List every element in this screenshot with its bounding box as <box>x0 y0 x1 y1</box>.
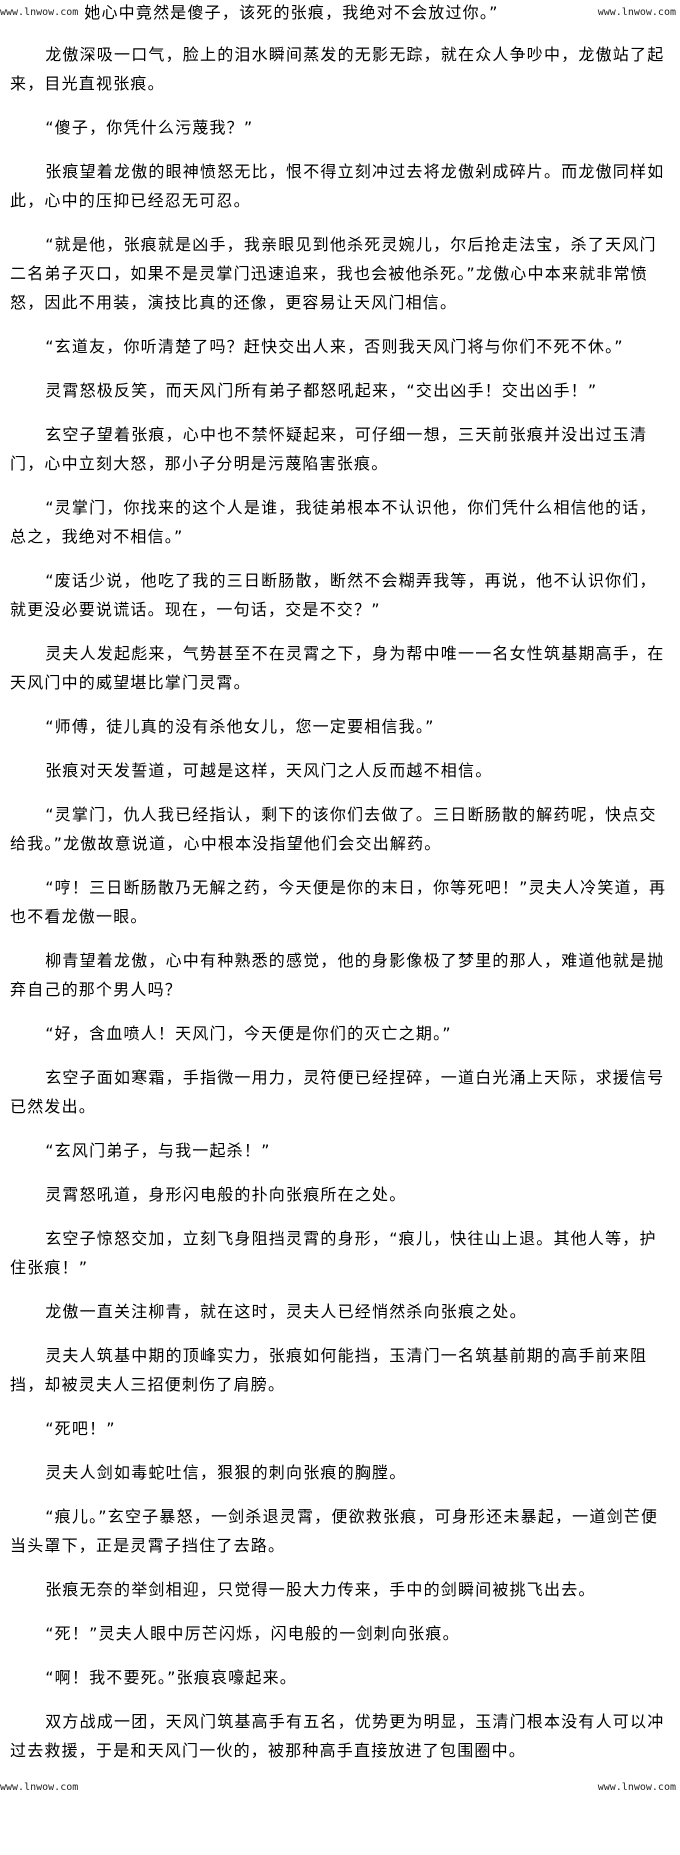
paragraph: “死！”灵夫人眼中厉芒闪烁，闪电般的一剑刺向张痕。 <box>45 1624 460 1643</box>
paragraph: “玄道友，你听清楚了吗？赶快交出人来，否则我天风门将与你们不死不休。” <box>45 337 624 356</box>
paragraph: 灵夫人发起彪来，气势甚至不在灵霄之下，身为帮中唯一一名女性筑基期高手，在天风门中… <box>10 644 665 692</box>
paragraph: “哼！三日断肠散乃无解之药，今天便是你的末日，你等死吧！”灵夫人冷笑道，再也不看… <box>10 878 667 926</box>
chapter-text: 龙傲深吸一口气，脸上的泪水瞬间蒸发的无影无踪，就在众人争吵中，龙傲站了起来，目光… <box>10 40 672 1765</box>
paragraph: 张痕无奈的举剑相迎，只觉得一股大力传来，手中的剑瞬间被挑飞出去。 <box>45 1580 596 1599</box>
paragraph: “就是他，张痕就是凶手，我亲眼见到他杀死灵婉儿，尔后抢走法宝，杀了天风门二名弟子… <box>10 235 657 312</box>
paragraph: 灵霄怒吼道，身形闪电般的扑向张痕所在之处。 <box>45 1185 407 1204</box>
paragraph: “傻子，你凭什么污蔑我？” <box>45 118 254 137</box>
paragraph: “好，含血喷人！天风门，今天便是你们的灭亡之期。” <box>45 1024 452 1043</box>
paragraph: 灵夫人剑如毒蛇吐信，狠狠的刺向张痕的胸膛。 <box>45 1463 407 1482</box>
paragraph: 灵霄怒极反笑，而天风门所有弟子都怒吼起来，“交出凶手！交出凶手！” <box>45 381 598 400</box>
paragraph: 柳青望着龙傲，心中有种熟悉的感觉，他的身影像极了梦里的那人，难道他就是抛弃自己的… <box>10 951 665 999</box>
paragraph: “师傅，徒儿真的没有杀他女儿，您一定要相信我。” <box>45 717 435 736</box>
watermark-top-right: www.lnwow.com <box>597 7 676 18</box>
paragraph: “死吧！” <box>45 1419 116 1438</box>
paragraph: 玄空子望着张痕，心中也不禁怀疑起来，可仔细一想，三天前张痕并没出过玉清门，心中立… <box>10 425 648 473</box>
paragraph: 龙傲深吸一口气，脸上的泪水瞬间蒸发的无影无踪，就在众人争吵中，龙傲站了起来，目光… <box>10 45 665 93</box>
paragraph: 玄空子面如寒霜，手指微一用力，灵符便已经捏碎，一道白光涌上天际，求援信号已然发出… <box>10 1068 665 1116</box>
bottom-row: www.lnwow.com www.lnwow.com <box>0 1780 680 1798</box>
watermark-top-left: www.lnwow.com <box>0 7 79 18</box>
watermark-bottom-left: www.lnwow.com <box>0 1782 79 1793</box>
paragraph: 张痕对天发誓道，可越是这样，天风门之人反而越不相信。 <box>45 761 493 780</box>
paragraph: “玄风门弟子，与我一起杀！” <box>45 1141 271 1160</box>
paragraph: 她心中竟然是傻子，该死的张痕，我绝对不会放过你。” <box>84 3 499 22</box>
paragraph: 双方战成一团，天风门筑基高手有五名，优势更为明显，玉清门根本没有人可以冲过去救援… <box>10 1712 665 1760</box>
paragraph: 龙傲一直关注柳青，就在这时，灵夫人已经悄然杀向张痕之处。 <box>45 1302 527 1321</box>
paragraph: 灵夫人筑基中期的顶峰实力，张痕如何能挡，玉清门一名筑基前期的高手前来阻挡，却被灵… <box>10 1346 648 1394</box>
paragraph: “灵掌门，你找来的这个人是谁，我徒弟根本不认识他，你们凭什么相信他的话，总之，我… <box>10 498 657 546</box>
paragraph: 张痕望着龙傲的眼神愤怒无比，恨不得立刻冲过去将龙傲剁成碎片。而龙傲同样如此，心中… <box>10 162 665 210</box>
paragraph: 玄空子惊怒交加，立刻飞身阻挡灵霄的身形，“痕儿，快往山上退。其他人等，护住张痕！… <box>10 1229 657 1277</box>
paragraph: “灵掌门，仇人我已经指认，剩下的该你们去做了。三日断肠散的解药呢，快点交给我。”… <box>10 805 657 853</box>
paragraph: “废话少说，他吃了我的三日断肠散，断然不会糊弄我等，再说，他不认识你们，就更没必… <box>10 571 657 619</box>
paragraph: “痕儿。”玄空子暴怒，一剑杀退灵霄，便欲救张痕，可身形还未暴起，一道剑芒便当头罩… <box>10 1507 659 1555</box>
paragraph: “啊！我不要死。”张痕哀嚎起来。 <box>45 1668 297 1687</box>
watermark-bottom-right: www.lnwow.com <box>597 1782 676 1793</box>
top-row: www.lnwow.com 她心中竟然是傻子，该死的张痕，我绝对不会放过你。” … <box>0 0 680 26</box>
